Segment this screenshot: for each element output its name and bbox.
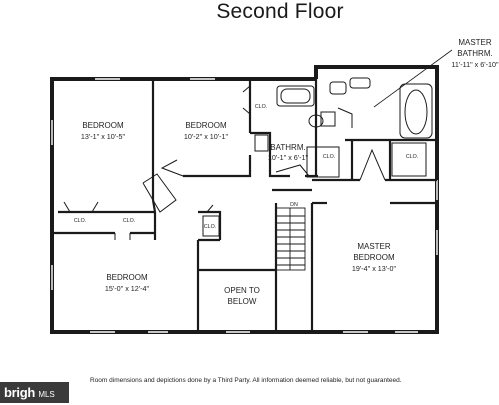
- label-leader-line: [373, 49, 453, 108]
- interior-walls: [52, 79, 437, 332]
- disclaimer-text: Room dimensions and depictions done by a…: [90, 377, 402, 384]
- stair-direction-label: DN: [290, 202, 298, 208]
- bedroom-sw: BEDROOM 15'-0" x 12'-4": [105, 273, 150, 293]
- room-name: BATHRM.: [270, 143, 305, 152]
- open-label-line2: BELOW: [228, 297, 257, 306]
- room-dimensions: 15'-0" x 12'-4": [105, 284, 150, 293]
- open-label-line1: OPEN TO: [224, 286, 260, 295]
- windows: [51, 78, 438, 333]
- master-bedroom: MASTER BEDROOM 19'-4" x 13'-0": [352, 242, 397, 273]
- closet-label: CLO.: [406, 154, 418, 160]
- exterior-walls: [50, 65, 439, 334]
- room-name-line2: BEDROOM: [353, 253, 395, 262]
- open-to-below: OPEN TO BELOW: [224, 286, 260, 306]
- brand-logo: brigh MLS: [0, 382, 69, 403]
- closet-label: CLO.: [204, 224, 216, 230]
- closet-label: CLO.: [323, 154, 335, 160]
- room-name: BEDROOM: [185, 121, 227, 130]
- bedroom-n: BEDROOM 10'-2" x 10'-1": [184, 121, 229, 141]
- logo-suffix-text: MLS: [38, 390, 55, 399]
- master-bathroom: MASTER BATHRM. 11'-11" x 6'-10": [451, 38, 499, 69]
- closet-label: CLO.: [74, 218, 86, 224]
- room-dimensions: 19'-4" x 13'-0": [352, 264, 397, 273]
- closet-label: CLO.: [123, 218, 135, 224]
- room-dimensions: 11'-11" x 6'-10": [451, 60, 499, 69]
- room-name-line1: MASTER: [458, 38, 492, 47]
- doors: [63, 85, 386, 240]
- room-name: BEDROOM: [82, 121, 124, 130]
- page-title: Second Floor: [216, 0, 344, 23]
- bathroom-hall: BATHRM. 10'-1" x 6'-1": [268, 143, 309, 162]
- room-name: BEDROOM: [106, 273, 148, 282]
- closet-label: CLO.: [255, 104, 267, 110]
- room-name-line1: MASTER: [357, 242, 391, 251]
- logo-main-text: brigh: [4, 385, 35, 400]
- bath-fixtures: [202, 77, 433, 237]
- room-dimensions: 10'-1" x 6'-1": [268, 153, 309, 162]
- bedroom-nw: BEDROOM 13'-1" x 10'-5": [81, 121, 126, 141]
- closet-label: CLO.: [336, 126, 348, 132]
- floor-plan: BEDROOM 13'-1" x 10'-5" BEDROOM 10'-2" x…: [50, 38, 499, 334]
- room-dimensions: 13'-1" x 10'-5": [81, 132, 126, 141]
- room-name-line2: BATHRM.: [457, 49, 492, 58]
- room-dimensions: 10'-2" x 10'-1": [184, 132, 229, 141]
- staircase: [275, 207, 306, 271]
